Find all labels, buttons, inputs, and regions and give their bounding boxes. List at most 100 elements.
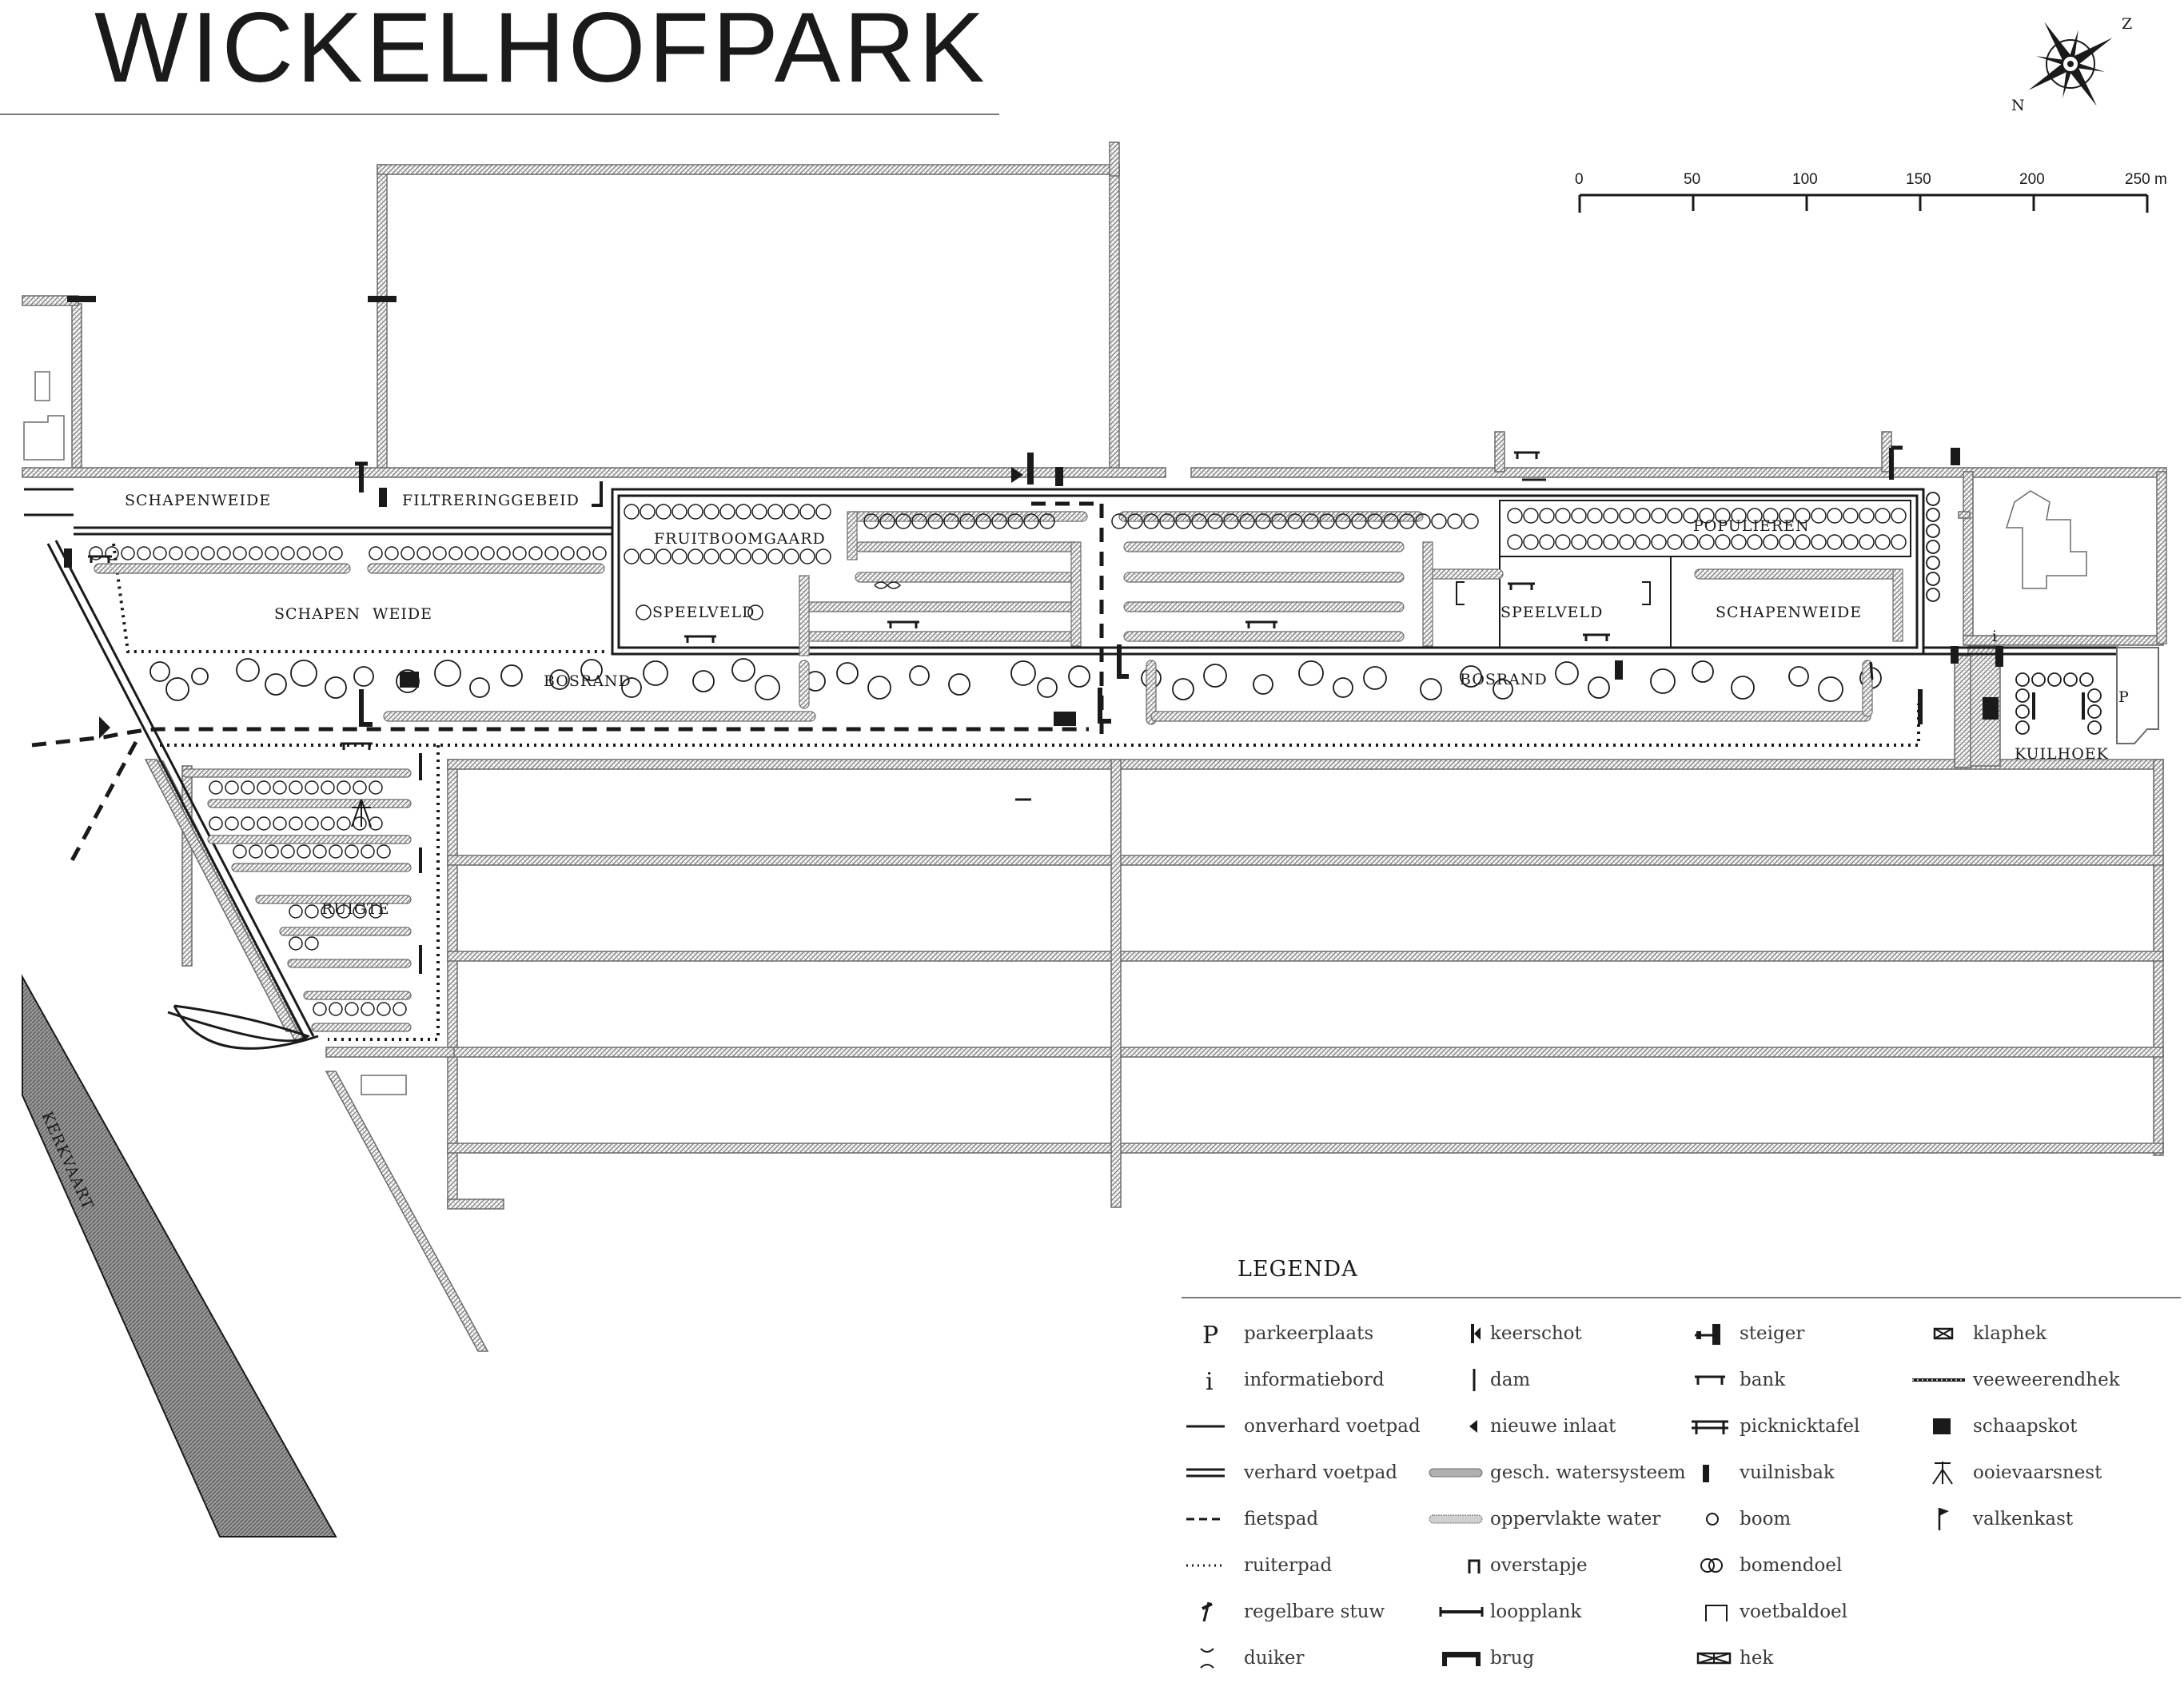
legend-item: bank	[1677, 1364, 1785, 1396]
legend-item: veeweerendhek	[1911, 1364, 2120, 1396]
info-marker: i	[1992, 628, 1998, 645]
legend-title: LEGENDA	[1237, 1257, 1358, 1282]
label-schapenweide-east: SCHAPENWEIDE	[1716, 604, 1862, 621]
legend-label: hek	[1740, 1648, 1774, 1669]
legend-item: regelbare stuw	[1182, 1596, 1385, 1628]
legend-label: fietspad	[1244, 1509, 1319, 1529]
label-schapenweide-nw: SCHAPENWEIDE	[125, 492, 271, 509]
cycle-arrow	[99, 716, 110, 739]
ruigte-rows	[181, 768, 412, 1032]
scale-tick: 250 m	[2125, 171, 2167, 188]
legend-label: vuilnisbak	[1740, 1462, 1835, 1483]
svg-text:i: i	[1206, 1368, 1214, 1396]
dam-icon	[1428, 1364, 1484, 1396]
label-kuilhoek: KUILHOEK	[2015, 745, 2109, 763]
legend-item: overstapje	[1428, 1549, 1588, 1581]
legend-item: picknicktafel	[1677, 1410, 1859, 1442]
label-fruitboomgaard: FRUITBOOMGAARD	[654, 530, 826, 548]
tree-icon	[1677, 1503, 1733, 1535]
falcon-box-icon	[1911, 1503, 1967, 1535]
bridle-path-icon	[1182, 1549, 1237, 1581]
legend-item: duiker	[1182, 1642, 1304, 1674]
legend-item: dam	[1428, 1364, 1530, 1396]
fence-gate-icon	[1677, 1642, 1733, 1674]
legend-label: oppervlakte water	[1490, 1509, 1661, 1529]
scale-tick: 100	[1792, 171, 1818, 188]
legend-item: steiger	[1677, 1318, 1804, 1350]
legend-label: ruiterpad	[1244, 1555, 1333, 1576]
legend-label: dam	[1490, 1370, 1531, 1390]
label-bosrand-west: BOSRAND	[544, 672, 632, 690]
svg-text:P: P	[1202, 1322, 1218, 1350]
bosrand-ditches	[383, 660, 1873, 725]
legend-label: voetbaldoel	[1740, 1601, 1848, 1622]
legend-label: bank	[1740, 1370, 1786, 1390]
legend-label: schaapskot	[1973, 1416, 2078, 1437]
scale-tick: 150	[1906, 171, 1931, 188]
legend-label: loopplank	[1490, 1601, 1582, 1622]
legend-label: bomendoel	[1740, 1555, 1843, 1576]
legend-item: hek	[1677, 1642, 1773, 1674]
legend-label: parkeerplaats	[1244, 1323, 1374, 1344]
cycle-path-icon	[1182, 1503, 1237, 1535]
jetty-icon	[1677, 1318, 1733, 1350]
legend-label: onverhard voetpad	[1244, 1416, 1421, 1437]
legend-item: ooievaarsnest	[1911, 1457, 2102, 1489]
legend-label: informatiebord	[1244, 1370, 1385, 1390]
legend-item: ruiterpad	[1182, 1549, 1332, 1581]
map-point-symbols	[64, 296, 2085, 974]
label-bosrand-east: BOSRAND	[1460, 671, 1548, 688]
legend-label: veeweerendhek	[1973, 1370, 2120, 1390]
legend: LEGENDA P parkeerplaats i informatiebord…	[1182, 1247, 2184, 1687]
fruitboomgaard-trees	[89, 504, 1479, 564]
footpath-west	[24, 488, 319, 1050]
legend-label: gesch. watersysteem	[1490, 1462, 1686, 1483]
stork-nest-icon	[1911, 1457, 1967, 1489]
swing-gate-icon	[1911, 1318, 1967, 1350]
inner-water-rows	[94, 511, 1903, 656]
culvert-icon	[1182, 1642, 1237, 1674]
adjustable-weir-icon	[1182, 1596, 1237, 1628]
buildings	[23, 371, 2159, 1095]
populieren-block	[1499, 500, 1911, 557]
legend-item: onverhard voetpad	[1182, 1410, 1421, 1442]
water-ditches	[22, 142, 2167, 1352]
scale-tick: 50	[1684, 171, 1700, 188]
scale-bar: 0 50 100 150 200 250 m	[1575, 171, 2167, 213]
south-label: Z	[2122, 15, 2133, 33]
ruigte-trees	[209, 780, 407, 1016]
legend-item: i informatiebord	[1182, 1364, 1385, 1396]
legend-item: nieuwe inlaat	[1428, 1410, 1616, 1442]
info-icon: i	[1182, 1364, 1237, 1396]
label-speelveld-west: SPEELVELD	[652, 604, 755, 621]
north-label: N	[2011, 97, 2026, 114]
plank-icon	[1428, 1596, 1484, 1628]
unpaved-path-icon	[1182, 1410, 1237, 1442]
legend-item: verhard voetpad	[1182, 1457, 1397, 1489]
legend-label: picknicktafel	[1740, 1416, 1860, 1437]
scale-tick: 0	[1575, 171, 1584, 188]
legend-item: brug	[1428, 1642, 1534, 1674]
legend-item: P parkeerplaats	[1182, 1318, 1373, 1350]
label-populieren: POPULIEREN	[1693, 517, 1810, 535]
scale-tick: 200	[2019, 171, 2045, 188]
label-speelveld-east: SPEELVELD	[1501, 604, 1603, 621]
compass-rose: N Z	[2011, 15, 2133, 114]
bosrand-trees	[149, 492, 2102, 735]
kerkvaart-canal: KERKVAART	[22, 974, 337, 1537]
legend-label: keerschot	[1490, 1323, 1582, 1344]
closed-water-system-icon	[1428, 1457, 1484, 1489]
legend-item: klaphek	[1911, 1318, 2047, 1350]
legend-item: bomendoel	[1677, 1549, 1842, 1581]
bench-icon	[1677, 1364, 1733, 1396]
legend-label: verhard voetpad	[1244, 1462, 1398, 1483]
label-ruigte: RUIGTE	[321, 900, 390, 918]
legend-label: regelbare stuw	[1244, 1601, 1385, 1622]
legend-item: oppervlakte water	[1428, 1503, 1660, 1535]
check-gate-icon	[1428, 1318, 1484, 1350]
area-labels: SCHAPENWEIDE FILTRERINGGEBEID FRUITBOOMG…	[125, 492, 2129, 918]
legend-label: klaphek	[1973, 1323, 2047, 1344]
legend-item: schaapskot	[1911, 1410, 2077, 1442]
legend-item: vuilnisbak	[1677, 1457, 1835, 1489]
